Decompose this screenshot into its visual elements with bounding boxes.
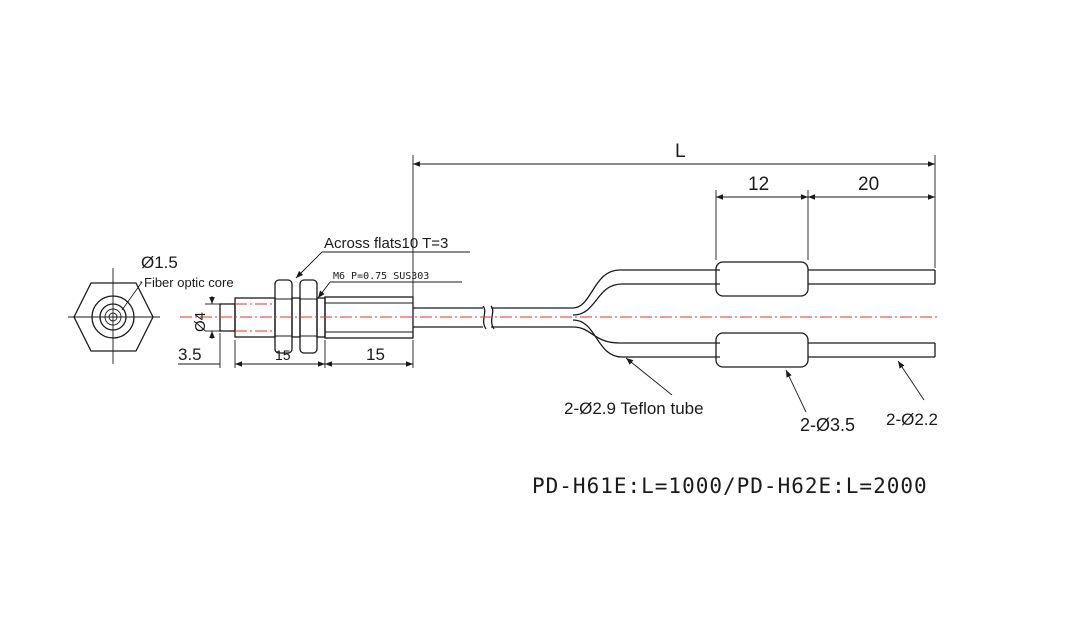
dim-15-body-label: 15 — [366, 345, 385, 364]
upper-sleeve — [715, 261, 936, 297]
fiber-cable — [413, 269, 720, 358]
lower-sleeve — [715, 332, 936, 368]
core-diameter-label: Ø1.5 — [141, 253, 178, 272]
tail-diameter-label: 2-Ø2.2 — [886, 410, 938, 429]
teflon-tube-label: 2-Ø2.9 Teflon tube — [564, 399, 704, 418]
dim-15-thread-label: 15 — [275, 347, 291, 363]
fiber-core-label: Fiber optic core — [144, 275, 234, 290]
sleeve-diameter-label: 2-Ø3.5 — [800, 415, 855, 435]
across-flats-label: Across flats10 T=3 — [324, 235, 448, 252]
dimension-lines — [178, 155, 936, 413]
end-view-hex-nut — [68, 268, 160, 364]
length-label-L: L — [675, 141, 686, 162]
thread-spec-label: M6 P=0.75 SUS303 — [333, 271, 429, 282]
dim-20-label: 20 — [858, 174, 879, 195]
model-spec-label: PD-H61E:L=1000/PD-H62E:L=2000 — [532, 474, 928, 498]
dim-3-5-label: 3.5 — [178, 345, 202, 364]
dia-4-label: Ø4 — [192, 312, 209, 332]
dim-12-label: 12 — [748, 174, 769, 195]
